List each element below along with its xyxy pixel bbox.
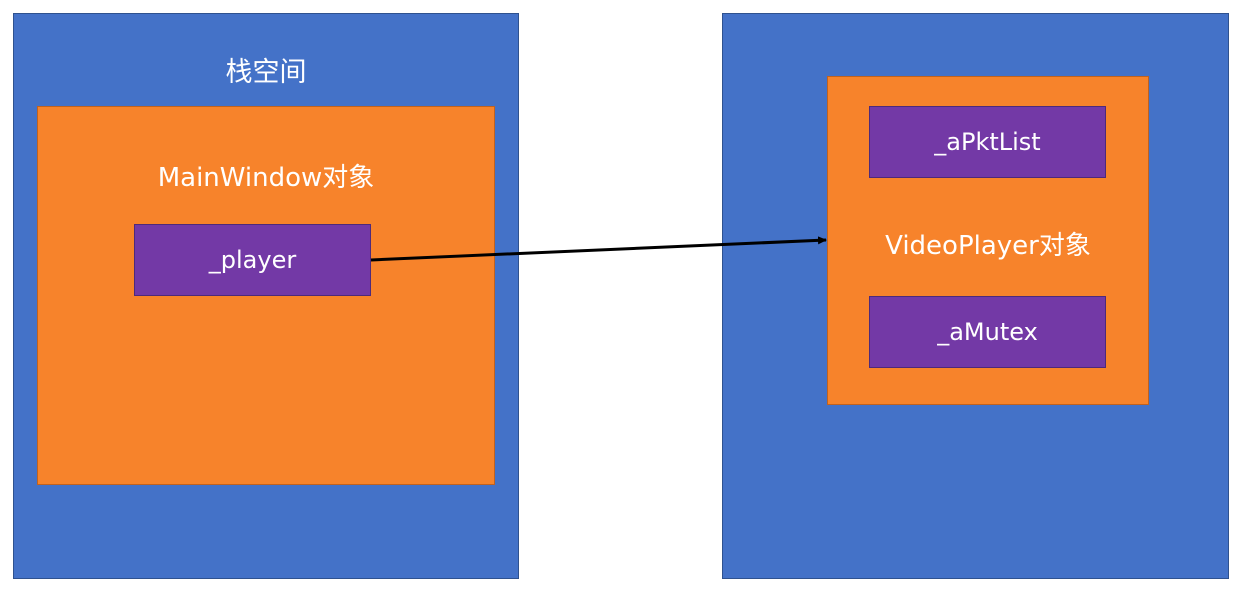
pktlist-field-label: _aPktList [934, 128, 1041, 156]
player-field-label: _player [208, 246, 297, 274]
player-field: _player [134, 224, 371, 296]
mutex-field-label: _aMutex [937, 318, 1038, 346]
videoplayer-object-label: VideoPlayer对象 [885, 231, 1091, 261]
mutex-field: _aMutex [869, 296, 1106, 368]
pktlist-field: _aPktList [869, 106, 1106, 178]
stack-label: 栈空间 [225, 57, 307, 88]
mainwindow-object-label: MainWindow对象 [157, 163, 375, 193]
